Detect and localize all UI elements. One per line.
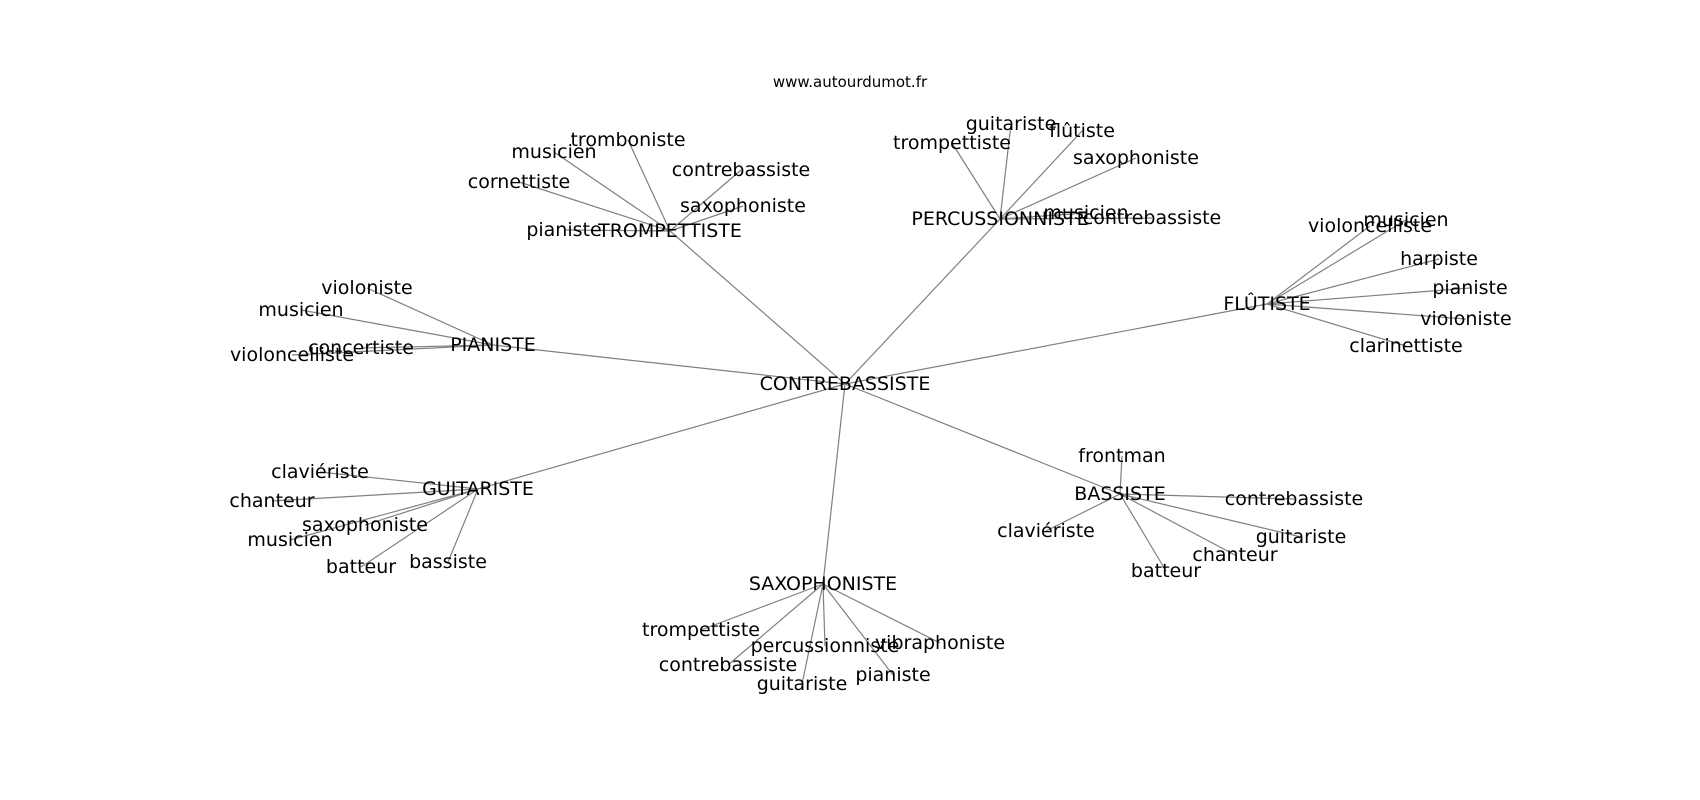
node-hub-trompettiste: TROMPETTISTE	[597, 220, 742, 242]
node-leaf-saxophoniste-pianiste: pianiste	[855, 664, 930, 686]
node-leaf-percussionniste-guitariste: guitariste	[966, 113, 1057, 135]
node-hub-flutiste: FLÛTISTE	[1223, 291, 1310, 315]
edge-flutiste-pianiste	[1266, 287, 1471, 305]
node-leaf-flutiste-clarinettiste: clarinettiste	[1349, 335, 1462, 357]
edge-trompettiste-cornettiste	[518, 181, 671, 232]
node-leaf-pianiste-concertiste: concertiste	[308, 337, 414, 359]
edge-center-pianiste	[492, 344, 846, 385]
edge-saxophoniste-trompettiste	[700, 583, 824, 631]
edge-pianiste-violoniste	[366, 287, 494, 346]
edge-guitariste-musicien	[289, 488, 479, 541]
edge-bassiste-chanteur	[1119, 493, 1236, 556]
edge-center-guitariste	[477, 383, 846, 490]
node-leaf-guitariste-saxophoniste: saxophoniste	[302, 514, 428, 536]
node-leaf-saxophoniste-contrebassiste: contrebassiste	[659, 654, 797, 676]
edge-center-bassiste	[844, 383, 1121, 495]
node-leaf-percussionniste-saxophoniste: saxophoniste	[1073, 147, 1199, 169]
node-leaf-guitariste-bassiste: bassiste	[409, 551, 487, 573]
edge-guitariste-bassiste	[447, 488, 479, 563]
site-title: www.autourdumot.fr	[772, 73, 928, 91]
edge-percussionniste-guitariste	[999, 123, 1012, 220]
edge-flutiste-violoncelliste	[1266, 225, 1371, 305]
edge-percussionniste-trompettiste	[951, 142, 1001, 220]
node-leaf-flutiste-harpiste: harpiste	[1400, 248, 1478, 270]
node-leaf-bassiste-frontman: frontman	[1078, 445, 1165, 467]
node-leaf-saxophoniste-trompettiste: trompettiste	[642, 619, 760, 641]
edge-guitariste-clavieriste	[319, 471, 479, 490]
node-leaf-flutiste-violoncelliste: violoncelliste	[1308, 215, 1432, 237]
edge-center-flutiste	[844, 303, 1268, 385]
edge-saxophoniste-pianiste	[822, 583, 894, 676]
node-leaf-bassiste-chanteur: chanteur	[1192, 544, 1277, 566]
edge-flutiste-violoniste	[1266, 303, 1467, 320]
edge-center-saxophoniste	[822, 383, 846, 585]
edge-bassiste-batteur	[1119, 493, 1167, 572]
node-leaf-flutiste-violoniste: violoniste	[1420, 308, 1511, 330]
edge-flutiste-musicien	[1266, 219, 1407, 305]
edge-guitariste-batteur	[360, 488, 479, 568]
node-hub-pianiste: PIANISTE	[450, 334, 536, 356]
edge-trompettiste-pianiste	[563, 229, 671, 232]
node-leaf-flutiste-pianiste: pianiste	[1432, 277, 1507, 299]
node-leaf-flutiste-musicien: musicien	[1363, 209, 1448, 231]
edge-saxophoniste-percussionniste	[822, 583, 826, 647]
node-leaf-guitariste-chanteur: chanteur	[229, 490, 314, 512]
node-leaf-trompettiste-cornettiste: cornettiste	[468, 171, 571, 193]
node-leaf-guitariste-clavieriste: claviériste	[271, 461, 369, 483]
edge-bassiste-frontman	[1119, 455, 1123, 495]
edge-guitariste-saxophoniste	[364, 488, 479, 526]
edge-flutiste-harpiste	[1266, 258, 1440, 305]
node-leaf-pianiste-violoncelliste: violoncelliste	[230, 344, 354, 366]
node-leaf-saxophoniste-percussionniste: percussionniste	[751, 635, 900, 657]
node-leaf-percussionniste-musicien: musicien	[1043, 202, 1128, 224]
edge-bassiste-clavieriste	[1045, 493, 1121, 532]
edge-pianiste-violoncelliste	[291, 344, 494, 356]
node-leaf-bassiste-clavieriste: claviériste	[997, 520, 1095, 542]
edge-percussionniste-saxophoniste	[999, 157, 1137, 220]
edge-center-percussionniste	[844, 218, 1001, 385]
edge-bassiste-contrebassiste	[1119, 493, 1295, 500]
edge-guitariste-chanteur	[271, 488, 479, 502]
node-hub-guitariste: GUITARISTE	[422, 478, 534, 500]
edge-saxophoniste-guitariste	[801, 583, 824, 685]
node-hub-percussionniste: PERCUSSIONNISTE	[911, 208, 1088, 230]
node-leaf-percussionniste-contrebassiste: contrebassiste	[1083, 207, 1221, 229]
node-leaf-guitariste-batteur: batteur	[326, 556, 396, 578]
node-leaf-guitariste-musicien: musicien	[247, 529, 332, 551]
node-leaf-percussionniste-trompettiste: trompettiste	[893, 132, 1011, 154]
node-leaf-pianiste-violoniste: violoniste	[321, 277, 412, 299]
node-hub-bassiste: BASSISTE	[1074, 483, 1165, 505]
node-leaf-percussionniste-flutiste: flûtiste	[1049, 120, 1115, 142]
node-leaf-trompettiste-pianiste: pianiste	[526, 219, 601, 241]
node-leaf-trompettiste-saxophoniste: saxophoniste	[680, 195, 806, 217]
edge-trompettiste-musicien	[553, 151, 671, 232]
node-center: CONTREBASSISTE	[760, 373, 931, 395]
node-leaf-saxophoniste-vibraphoniste: vibraphoniste	[875, 632, 1005, 654]
node-leaf-bassiste-batteur: batteur	[1131, 560, 1201, 582]
node-leaf-bassiste-contrebassiste: contrebassiste	[1225, 488, 1363, 510]
edge-percussionniste-musicien	[999, 212, 1087, 220]
edge-saxophoniste-contrebassiste	[727, 583, 824, 666]
graph-edges	[271, 123, 1471, 685]
edge-flutiste-clarinettiste	[1266, 303, 1407, 347]
edge-trompettiste-tromboniste	[627, 139, 671, 232]
node-leaf-trompettiste-tromboniste: tromboniste	[570, 129, 685, 151]
edge-center-trompettiste	[669, 230, 846, 385]
edge-saxophoniste-vibraphoniste	[822, 583, 941, 644]
edge-percussionniste-contrebassiste	[999, 217, 1153, 220]
edge-trompettiste-contrebassiste	[669, 169, 742, 232]
graph-labels: CONTREBASSISTETROMPETTISTEmusicientrombo…	[229, 113, 1511, 695]
node-leaf-trompettiste-musicien: musicien	[511, 141, 596, 163]
node-leaf-bassiste-guitariste: guitariste	[1256, 526, 1347, 548]
node-hub-saxophoniste: SAXOPHONISTE	[749, 573, 897, 595]
edge-percussionniste-flutiste	[999, 130, 1083, 220]
edge-bassiste-guitariste	[1119, 493, 1302, 538]
node-leaf-saxophoniste-guitariste: guitariste	[757, 673, 848, 695]
node-leaf-trompettiste-contrebassiste: contrebassiste	[672, 159, 810, 181]
edge-trompettiste-saxophoniste	[669, 205, 744, 232]
node-leaf-pianiste-musicien: musicien	[258, 299, 343, 321]
edge-pianiste-musicien	[300, 309, 494, 346]
